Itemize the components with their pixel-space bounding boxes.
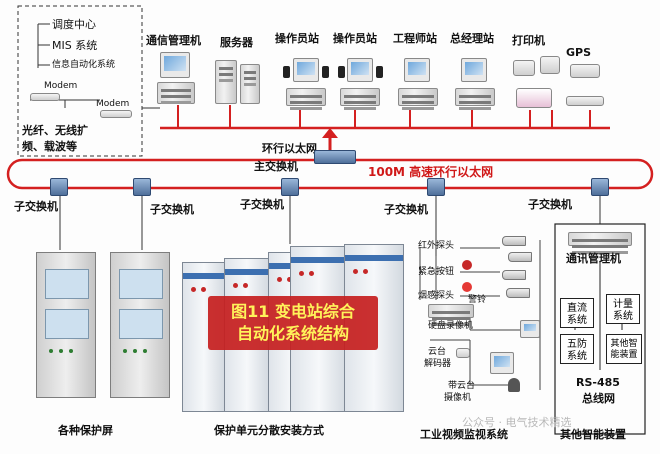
distributed-install-caption: 保护单元分散安装方式 bbox=[214, 424, 324, 437]
protection-screens-caption: 各种保护屏 bbox=[58, 424, 113, 437]
engineer-monitor-icon bbox=[404, 58, 430, 82]
other-smart-label: 其他智能装置 bbox=[610, 339, 638, 361]
dc-system-label: 直流系统 bbox=[566, 303, 588, 327]
metering-system-box: 计量系统 bbox=[606, 294, 640, 324]
operator-2-unit-icon bbox=[340, 88, 380, 106]
sub-switch-label: 子交换机 bbox=[14, 200, 58, 213]
ptz-camera-label-2: 摄像机 bbox=[444, 392, 471, 405]
watermark: 公众号 · 电气技术精选 bbox=[462, 414, 572, 430]
manager-unit-icon bbox=[455, 88, 495, 106]
operator-station-1-label: 操作员站 bbox=[275, 32, 319, 45]
operator-1-unit-icon bbox=[286, 88, 326, 106]
sub-switch-icon bbox=[281, 178, 299, 196]
modem-icon bbox=[30, 93, 60, 101]
figure-title-line2: 自动化系统结构 bbox=[208, 324, 378, 344]
alarm-bell-icon bbox=[462, 282, 472, 292]
operator-1-monitor-icon bbox=[293, 58, 319, 82]
speaker-icon bbox=[376, 66, 383, 78]
smoke-probe-label: 烟感探头 bbox=[418, 290, 454, 303]
emergency-button-label: 紧急按钮 bbox=[418, 266, 454, 279]
figure-title-banner: 图11 变电站综合 自动化系统结构 bbox=[208, 296, 378, 350]
dc-system-box: 直流系统 bbox=[560, 298, 594, 328]
other-smart-box: 其他智能装置 bbox=[606, 334, 642, 364]
server-tower-icon bbox=[240, 64, 260, 104]
main-switch-icon bbox=[314, 150, 356, 164]
gps-label: GPS bbox=[566, 46, 591, 59]
ring-ethernet-label: 环行以太网 bbox=[262, 142, 317, 155]
protection-screen-cabinet bbox=[36, 252, 96, 398]
modem-icon bbox=[100, 110, 132, 118]
gps-receiver-icon bbox=[570, 64, 600, 78]
rs485-bus-label: 总线网 bbox=[582, 392, 615, 405]
sub-switch-label: 子交换机 bbox=[150, 203, 194, 216]
camera-icon bbox=[502, 270, 526, 280]
sub-switch-icon bbox=[50, 178, 68, 196]
camera-icon bbox=[508, 252, 532, 262]
link-media-line1: 光纤、无线扩 bbox=[22, 124, 88, 137]
five-prevention-box: 五防系统 bbox=[560, 334, 594, 364]
link-media-line2: 频、载波等 bbox=[22, 140, 77, 153]
ptz-camera-icon bbox=[508, 378, 520, 392]
dvr-icon bbox=[428, 304, 474, 318]
camera-icon bbox=[506, 288, 530, 298]
comm-manager-rack-icon bbox=[568, 232, 632, 246]
gps-unit-icon bbox=[566, 96, 604, 106]
sub-switch-icon bbox=[591, 178, 609, 196]
comm-manager-unit-icon bbox=[157, 82, 195, 104]
smart-comm-manager-label: 通讯管理机 bbox=[566, 252, 621, 265]
dispatch-center-label: 调度中心 bbox=[52, 18, 96, 31]
operator-station-2-label: 操作员站 bbox=[333, 32, 377, 45]
printer-icon bbox=[540, 56, 560, 74]
manager-monitor-icon bbox=[461, 58, 487, 82]
metering-system-label: 计量系统 bbox=[612, 299, 634, 323]
engineer-unit-icon bbox=[398, 88, 438, 106]
ptz-decoder-label-2: 解码器 bbox=[424, 358, 451, 371]
comm-manager-label: 通信管理机 bbox=[146, 34, 201, 47]
info-automation-label: 信息自动化系统 bbox=[52, 59, 115, 72]
server-tower-icon bbox=[215, 60, 237, 104]
camera-icon bbox=[502, 236, 526, 246]
figure-title-line1: 图11 变电站综合 bbox=[208, 302, 378, 322]
dvr-label: 硬盘录像机 bbox=[428, 320, 473, 333]
rs485-label: RS-485 bbox=[576, 376, 620, 389]
main-switch-label: 主交换机 bbox=[254, 160, 298, 173]
speaker-icon bbox=[322, 66, 329, 78]
video-monitor-icon bbox=[520, 320, 540, 338]
five-prevention-label: 五防系统 bbox=[566, 339, 588, 363]
ring-ethernet bbox=[8, 160, 652, 188]
sub-switch-label: 子交换机 bbox=[384, 203, 428, 216]
infrared-probe-label: 红外探头 bbox=[418, 240, 454, 253]
ptz-decoder-icon bbox=[456, 348, 470, 358]
color-printer-icon bbox=[516, 88, 552, 108]
operator-2-monitor-icon bbox=[347, 58, 373, 82]
manager-station-label: 总经理站 bbox=[450, 32, 494, 45]
modem-label-1: Modem bbox=[44, 80, 77, 93]
video-monitor-icon bbox=[490, 352, 514, 374]
protection-screen-cabinet bbox=[110, 252, 170, 398]
sub-switch-icon bbox=[133, 178, 151, 196]
server-label: 服务器 bbox=[220, 36, 253, 49]
comm-manager-monitor-icon bbox=[160, 52, 190, 78]
speaker-icon bbox=[283, 66, 290, 78]
engineer-station-label: 工程师站 bbox=[393, 32, 437, 45]
printer-icon bbox=[513, 60, 535, 76]
sub-switch-label: 子交换机 bbox=[528, 198, 572, 211]
sub-switch-icon bbox=[427, 178, 445, 196]
printer-label: 打印机 bbox=[512, 34, 545, 47]
emergency-button-icon bbox=[462, 260, 472, 270]
mis-system-label: MIS 系统 bbox=[52, 39, 97, 52]
speaker-icon bbox=[338, 66, 345, 78]
uplink-arrow bbox=[322, 128, 338, 138]
sub-switch-label: 子交换机 bbox=[240, 198, 284, 211]
